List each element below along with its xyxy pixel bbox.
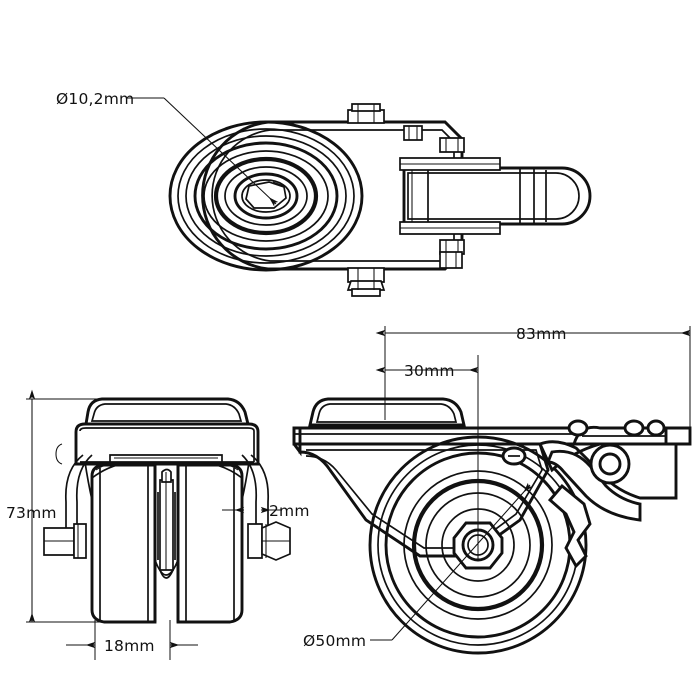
top-view: Ø10,2mm	[56, 90, 592, 297]
front-view-wheel-right	[176, 463, 244, 624]
front-view-axle-nut	[247, 521, 291, 561]
front-view: 73mm 18mm 2mm	[6, 389, 310, 660]
side-view-brake-lever	[538, 419, 692, 569]
front-view-top-cap	[84, 397, 250, 426]
dim-wheel-diameter: Ø50mm	[303, 482, 533, 650]
dim-swivel-offset-text: 30mm	[404, 362, 455, 380]
top-view-swivel-rings	[168, 120, 364, 272]
dim-overall-height: 73mm	[6, 389, 120, 623]
top-view-brake-pedal	[402, 166, 592, 226]
dim-wheel-gap-text: 18mm	[104, 637, 155, 655]
side-view-rivet	[501, 446, 527, 466]
top-view-bolt-lower	[346, 267, 386, 297]
front-view-hub-plates	[109, 454, 223, 463]
front-view-axle-bolt-head	[43, 523, 87, 559]
top-view-bolt-upper	[347, 103, 385, 124]
dim-wheel-gap: 18mm	[66, 620, 198, 660]
side-view-top-plate	[292, 426, 588, 457]
dim-plate-thickness-text: 2mm	[269, 502, 310, 520]
side-view-top-cap	[308, 397, 466, 427]
dim-wheel-diameter-text: Ø50mm	[303, 632, 366, 650]
front-view-wheel-left	[90, 463, 157, 624]
top-view-brake-mount	[399, 157, 501, 235]
front-view-yoke-legs	[55, 443, 270, 552]
dim-swivel-offset: 30mm	[375, 355, 479, 560]
dim-bore-diameter: Ø10,2mm	[56, 90, 279, 207]
dim-plate-thickness: 2mm	[222, 502, 310, 520]
dim-overall-length: 83mm	[375, 325, 691, 430]
dim-bore-diameter-text: Ø10,2mm	[56, 90, 134, 108]
side-view: 83mm 30mm Ø50mm	[292, 325, 692, 655]
dim-overall-length-text: 83mm	[516, 325, 567, 343]
front-view-centre-spacer	[154, 468, 179, 579]
top-view-yoke-lugs	[403, 125, 465, 269]
dim-overall-height-text: 73mm	[6, 504, 57, 522]
